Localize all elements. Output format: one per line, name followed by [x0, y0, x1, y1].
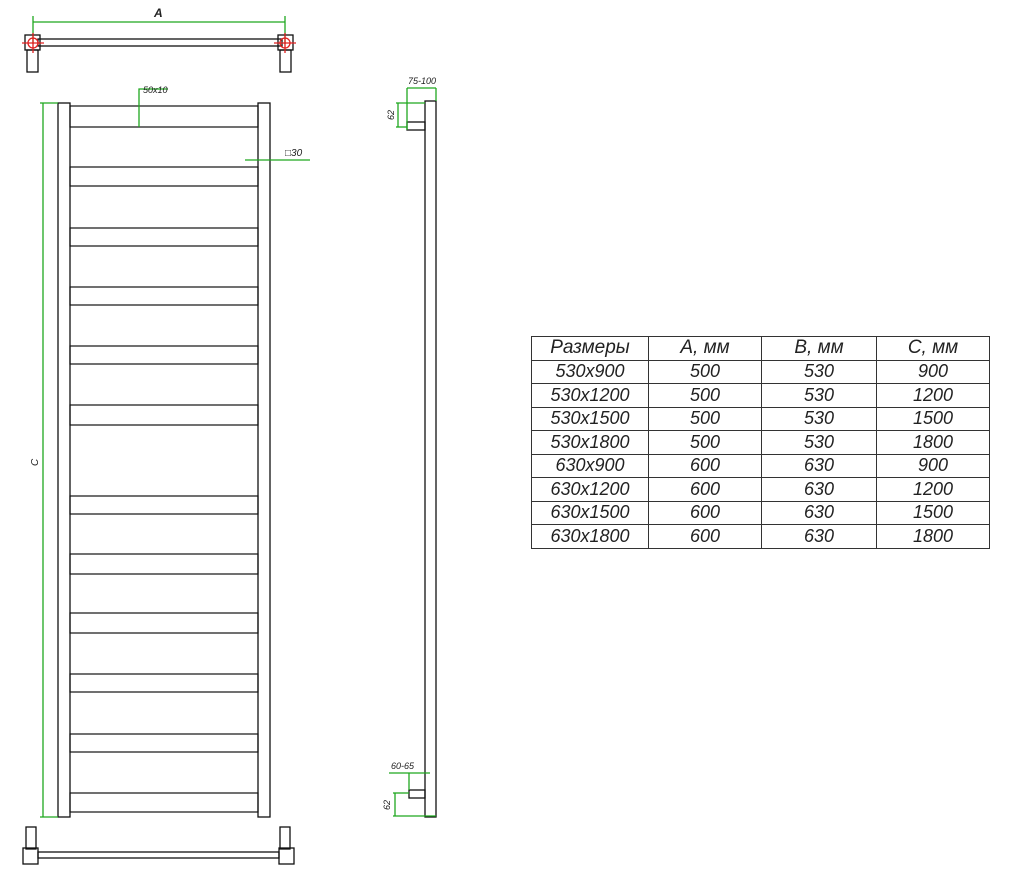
rail-profile-label: □30: [285, 148, 303, 159]
table-cell: 900: [876, 359, 990, 384]
table-cell: 630: [761, 524, 877, 549]
table-cell: 1500: [876, 406, 990, 431]
table-cell: 530x1800: [531, 430, 649, 455]
top-offset-label: 75-100: [408, 76, 436, 86]
table-cell: 1500: [876, 500, 990, 525]
table-cell: 1200: [876, 383, 990, 408]
table-cell: 500: [648, 430, 762, 455]
header-c: C, мм: [876, 336, 990, 361]
table-cell: 530: [761, 383, 877, 408]
table-cell: 1800: [876, 524, 990, 549]
bottom-offset-label: 60-65: [391, 761, 415, 771]
table-cell: 630: [761, 500, 877, 525]
rung: [69, 792, 259, 813]
header-sizes: Размеры: [531, 336, 649, 361]
top-view: [22, 16, 296, 73]
rung-profile-label: 50x10: [143, 85, 168, 95]
bottom-view: [22, 826, 295, 865]
table-cell: 630x900: [531, 453, 649, 478]
table-cell: 600: [648, 524, 762, 549]
header-b: B, мм: [761, 336, 877, 361]
table-cell: 600: [648, 500, 762, 525]
table-cell: 530x900: [531, 359, 649, 384]
rung: [69, 553, 259, 575]
rung: [69, 733, 259, 753]
table-cell: 600: [648, 453, 762, 478]
rung: [69, 166, 259, 187]
table-cell: 530x1200: [531, 383, 649, 408]
table-cell: 630: [761, 477, 877, 502]
rung: [69, 612, 259, 634]
front-view: [40, 88, 310, 818]
table-cell: 900: [876, 453, 990, 478]
rung: [69, 495, 259, 515]
table-cell: 630x1800: [531, 524, 649, 549]
table-cell: 530: [761, 359, 877, 384]
table-cell: 630x1500: [531, 500, 649, 525]
table-cell: 530: [761, 430, 877, 455]
rung: [69, 227, 259, 247]
table-header-row: Размеры A, мм B, мм C, мм: [531, 336, 990, 361]
rung: [69, 404, 259, 426]
table-cell: 530: [761, 406, 877, 431]
dimension-c-label: C: [30, 458, 41, 466]
side-view: [389, 87, 437, 818]
rung: [69, 345, 259, 365]
header-a: A, мм: [648, 336, 762, 361]
table-cell: 1200: [876, 477, 990, 502]
table-cell: 600: [648, 477, 762, 502]
table-cell: 500: [648, 383, 762, 408]
table-cell: 1800: [876, 430, 990, 455]
rung: [69, 286, 259, 306]
top-height-label: 62: [386, 110, 396, 120]
table-cell: 500: [648, 359, 762, 384]
table-cell: 630x1200: [531, 477, 649, 502]
dimension-a-label: A: [153, 6, 163, 20]
table-cell: 530x1500: [531, 406, 649, 431]
table-cell: 630: [761, 453, 877, 478]
rung: [69, 673, 259, 693]
table-cell: 500: [648, 406, 762, 431]
rung: [69, 105, 259, 128]
bottom-height-label: 62: [382, 800, 392, 810]
